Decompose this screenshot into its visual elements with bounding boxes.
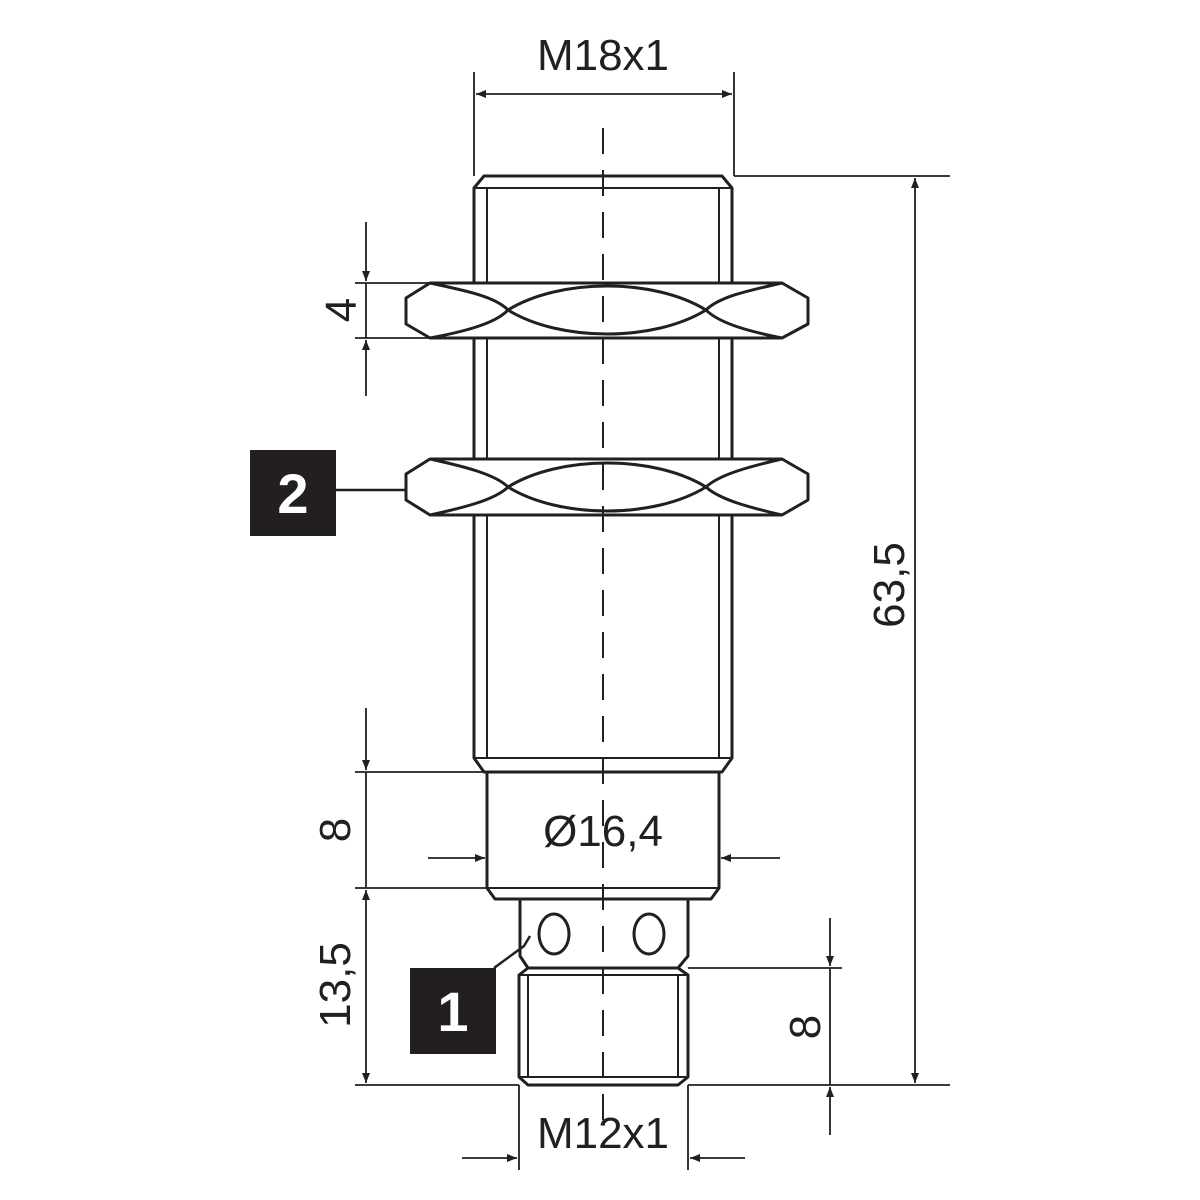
hex-nut-upper bbox=[404, 281, 810, 340]
dim-neck-label: 8 bbox=[311, 818, 360, 842]
callout-connector-box bbox=[410, 968, 496, 1054]
dim-m18-label: M18x1 bbox=[537, 31, 669, 80]
vent-hole-left bbox=[537, 912, 571, 956]
dim-connector-label: 13,5 bbox=[311, 942, 360, 1028]
dim-total-label: 63,5 bbox=[865, 542, 914, 628]
callout-nut-number: 2 bbox=[277, 462, 308, 525]
callout-nut-box bbox=[250, 450, 336, 536]
dimension-lines bbox=[355, 72, 950, 1170]
callout-nut: 2 bbox=[250, 450, 405, 536]
hex-nut-lower bbox=[404, 457, 810, 517]
callout-connector-number: 1 bbox=[437, 980, 468, 1043]
sensor-body bbox=[404, 174, 810, 1087]
callout-connector-leader bbox=[493, 935, 532, 970]
dim-m12-label: M12x1 bbox=[537, 1109, 669, 1158]
vent-hole-right bbox=[632, 912, 666, 956]
callout-connector: 1 bbox=[410, 935, 532, 1054]
dim-dia-label: Ø16,4 bbox=[543, 807, 663, 856]
dim-nut-label: 4 bbox=[317, 298, 366, 322]
dim-thread-label: 8 bbox=[781, 1015, 830, 1039]
